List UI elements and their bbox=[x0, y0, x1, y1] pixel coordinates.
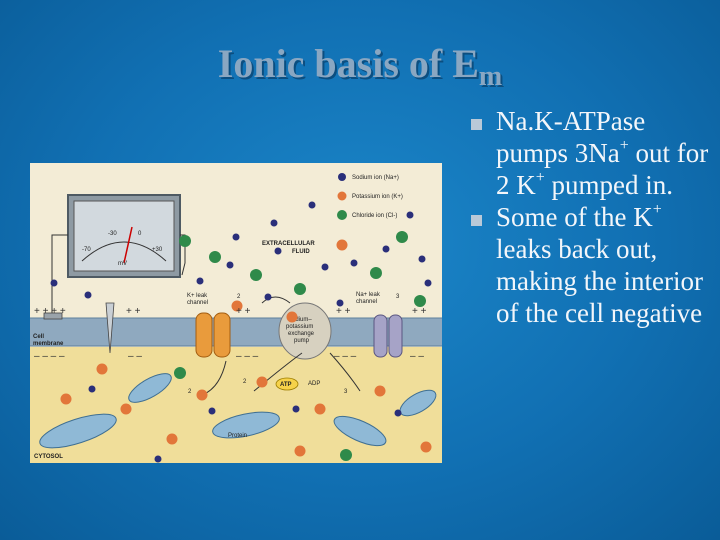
svg-text:pump: pump bbox=[294, 338, 310, 344]
svg-text:Protein: Protein bbox=[228, 433, 247, 439]
bullet-item: Na.K-ATPase pumps 3Na+ out for 2 K+ pump… bbox=[470, 105, 710, 201]
svg-text:– –: – – bbox=[410, 351, 424, 362]
svg-text:-70: -70 bbox=[82, 247, 91, 253]
svg-text:potassium: potassium bbox=[286, 324, 313, 330]
svg-text:exchange: exchange bbox=[288, 331, 315, 337]
svg-text:+ + + +: + + + + bbox=[34, 306, 66, 317]
svg-text:+ +: + + bbox=[236, 306, 251, 317]
svg-text:ADP: ADP bbox=[308, 381, 320, 387]
svg-text:channel: channel bbox=[356, 299, 377, 305]
microelectrode bbox=[105, 302, 115, 354]
bullet-item: Some of the K+ leaks back out, making th… bbox=[470, 201, 710, 329]
membrane-charges: + + + + + + + + + + + + – – – – – – – – – – –… bbox=[34, 306, 427, 362]
svg-text:-30: -30 bbox=[108, 231, 117, 237]
svg-text:channel: channel bbox=[187, 300, 208, 306]
svg-text:Sodium ion (Na+): Sodium ion (Na+) bbox=[352, 175, 399, 181]
protein bbox=[212, 411, 280, 439]
slide-title: Ionic basis of Em bbox=[0, 40, 720, 93]
protein bbox=[128, 373, 172, 403]
svg-text:Na+ leak: Na+ leak bbox=[356, 292, 381, 298]
svg-text:Chloride ion (Cl-): Chloride ion (Cl-) bbox=[352, 213, 397, 219]
svg-text:+30: +30 bbox=[152, 247, 163, 253]
svg-text:ATP: ATP bbox=[280, 382, 292, 388]
svg-text:+ +: + + bbox=[126, 306, 141, 317]
extracellular-ions bbox=[50, 201, 432, 323]
svg-text:membrane: membrane bbox=[33, 341, 64, 347]
svg-text:mV: mV bbox=[118, 261, 127, 267]
svg-text:K+ leak: K+ leak bbox=[187, 293, 208, 299]
protein bbox=[39, 413, 117, 449]
bullet-marker bbox=[471, 119, 482, 130]
svg-text:+ +: + + bbox=[336, 306, 351, 317]
svg-text:EXTRACELLULAR: EXTRACELLULAR bbox=[262, 241, 315, 247]
svg-text:+ +: + + bbox=[412, 306, 427, 317]
svg-text:0: 0 bbox=[138, 231, 142, 237]
svg-text:– – –: – – – bbox=[334, 351, 357, 362]
svg-text:2: 2 bbox=[243, 379, 247, 385]
na-leak-channel bbox=[373, 314, 403, 358]
cell-membrane-band bbox=[30, 318, 442, 346]
svg-text:3: 3 bbox=[396, 294, 400, 300]
bullet-list: Na.K-ATPase pumps 3Na+ out for 2 K+ pump… bbox=[470, 105, 710, 329]
svg-text:FLUID: FLUID bbox=[292, 249, 310, 255]
voltmeter: -70 -30 0 +30 mV bbox=[67, 194, 181, 278]
protein bbox=[333, 415, 387, 447]
svg-text:CYTOSOL: CYTOSOL bbox=[34, 454, 63, 460]
svg-text:3: 3 bbox=[344, 389, 348, 395]
bullet-marker bbox=[471, 215, 482, 226]
svg-text:– – –: – – – bbox=[236, 351, 259, 362]
cytosol-ions bbox=[60, 363, 432, 463]
svg-text:2: 2 bbox=[188, 389, 192, 395]
svg-text:2: 2 bbox=[237, 294, 241, 300]
svg-text:– –: – – bbox=[128, 351, 142, 362]
title-text: Ionic basis of E bbox=[217, 41, 479, 86]
title-subscript: m bbox=[478, 61, 503, 92]
svg-text:Potassium ion (K+): Potassium ion (K+) bbox=[352, 194, 403, 200]
svg-text:Cell: Cell bbox=[33, 334, 44, 340]
svg-text:Sodium–: Sodium– bbox=[288, 317, 312, 323]
membrane-potential-diagram: -70 -30 0 +30 mV Sodium ion (Na+) Potass… bbox=[30, 163, 442, 463]
k-leak-channel bbox=[195, 312, 231, 358]
svg-text:– – – –: – – – – bbox=[34, 351, 65, 362]
